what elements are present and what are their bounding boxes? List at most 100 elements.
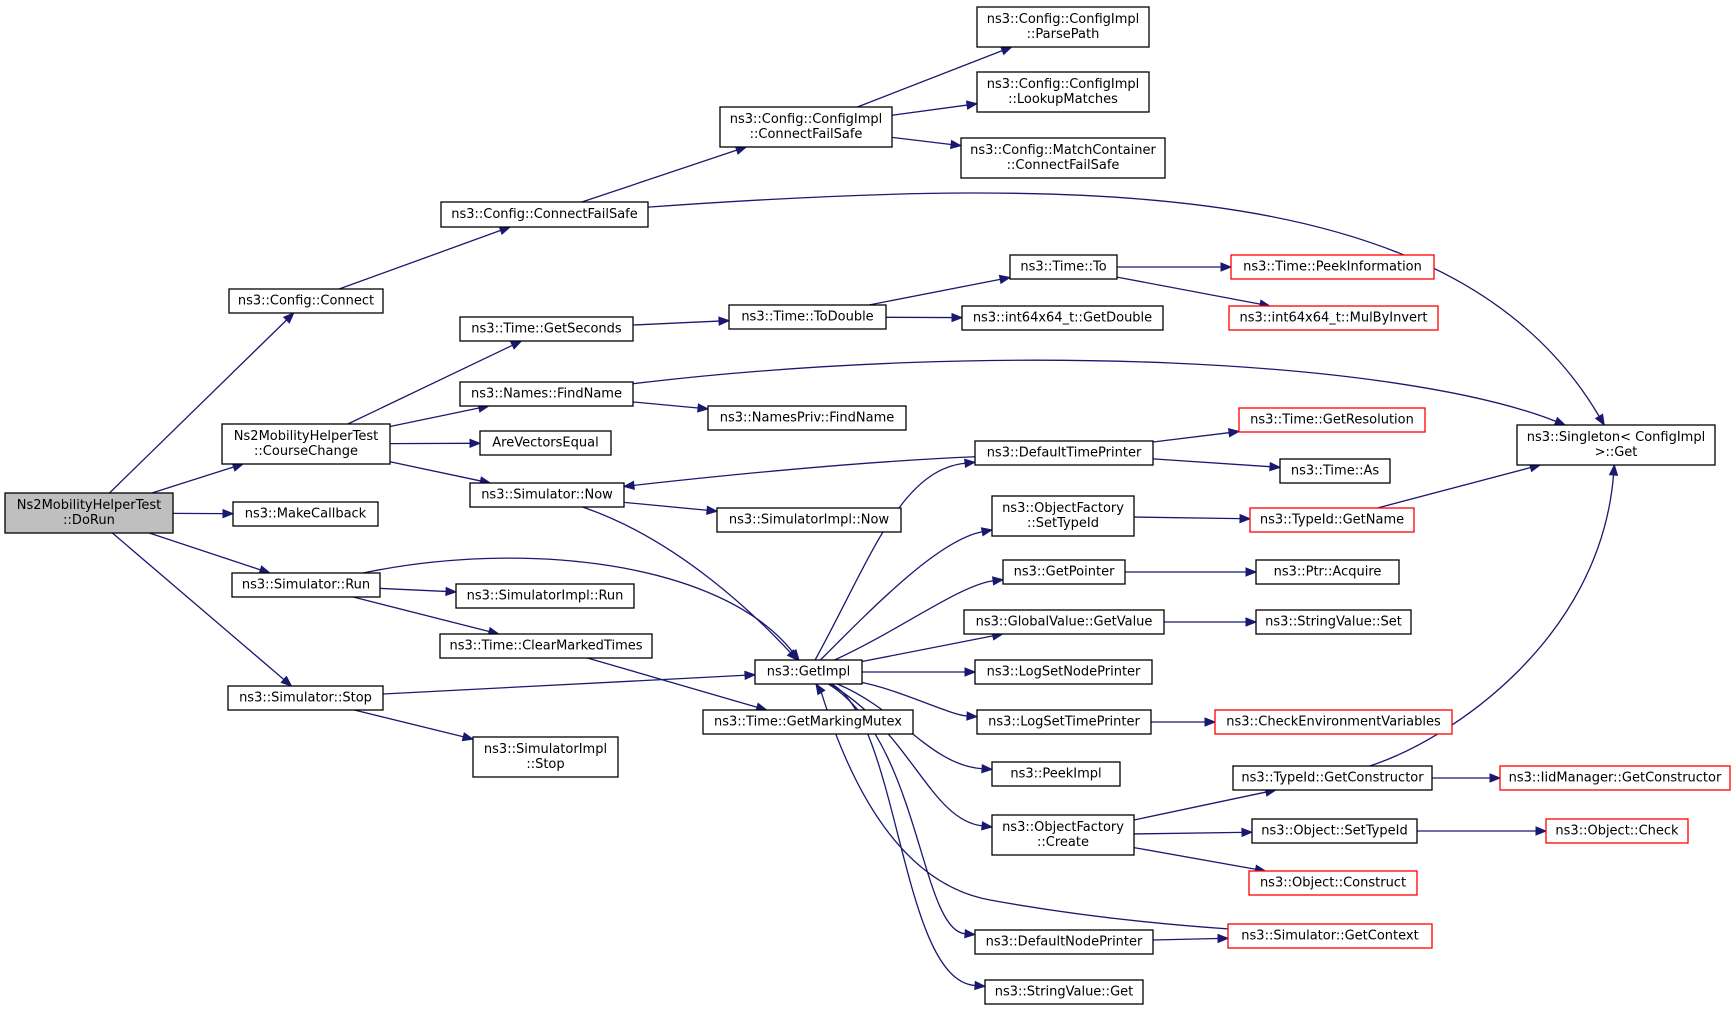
node-box: [1002, 559, 1126, 585]
edge-line: [379, 587, 447, 593]
arrowhead-icon: [951, 312, 964, 323]
node-label-line: AreVectorsEqual: [492, 436, 598, 451]
node-of-settypeid[interactable]: ns3::ObjectFactory::SetTypeId: [991, 495, 1135, 537]
node-logsettimeprinter[interactable]: ns3::LogSetTimePrinter: [976, 709, 1152, 735]
node-default-node-printer[interactable]: ns3::DefaultNodePrinter: [974, 929, 1154, 955]
arrowhead-icon: [966, 711, 979, 721]
node-parse-path[interactable]: ns3::Config::ConfigImpl::ParsePath: [976, 6, 1150, 48]
edge-getimpl-to-of_settypeid: [819, 527, 994, 661]
node-label-line: ns3::int64x64_t::MulByInvert: [1239, 311, 1427, 326]
node-sim-now[interactable]: ns3::Simulator::Now: [469, 482, 625, 508]
node-typeid-getname[interactable]: ns3::TypeId::GetName: [1249, 507, 1415, 533]
node-lookup-matches[interactable]: ns3::Config::ConfigImpl::LookupMatches: [976, 71, 1150, 113]
edge-getimpl-to-logsettimeprinter: [861, 681, 979, 721]
node-match-cfs[interactable]: ns3::Config::MatchContainer::ConnectFail…: [960, 137, 1166, 179]
node-marking-mutex[interactable]: ns3::Time::GetMarkingMutex: [702, 709, 914, 735]
edge-line: [623, 501, 708, 511]
node-ptr-acquire[interactable]: ns3::Ptr::Acquire: [1255, 559, 1400, 585]
edge-cfgimpl_cfs-to-match_cfs: [891, 136, 963, 150]
node-label-line: ::ConnectFailSafe: [750, 127, 863, 142]
node-sim-run[interactable]: ns3::Simulator::Run: [231, 572, 381, 598]
arrowhead-icon: [469, 438, 482, 449]
node-box: [1230, 254, 1435, 280]
edge-dorun-to-sim_run: [149, 532, 272, 575]
node-stringvalue-get[interactable]: ns3::StringValue::Get: [984, 979, 1144, 1005]
arrowhead-icon: [697, 403, 710, 413]
node-sim-getcontext[interactable]: ns3::Simulator::GetContext: [1227, 923, 1433, 949]
node-stringvalue-set[interactable]: ns3::StringValue::Set: [1255, 609, 1412, 635]
arrowhead-icon: [998, 274, 1012, 285]
node-course-change[interactable]: Ns2MobilityHelperTest::CourseChange: [221, 423, 391, 465]
node-clear-marked[interactable]: ns3::Time::ClearMarkedTimes: [439, 633, 653, 659]
node-names-findname[interactable]: ns3::Names::FindName: [459, 381, 634, 407]
node-of-create[interactable]: ns3::ObjectFactory::Create: [991, 814, 1135, 856]
node-cfgimpl-cfs[interactable]: ns3::Config::ConfigImpl::ConnectFailSafe: [719, 106, 893, 148]
node-peekimpl[interactable]: ns3::PeekImpl: [991, 761, 1121, 787]
node-label-line: ns3::Time::ToDouble: [741, 310, 873, 325]
node-label-line: ns3::Time::GetMarkingMutex: [714, 715, 902, 730]
node-typeid-getconstructor[interactable]: ns3::TypeId::GetConstructor: [1232, 765, 1433, 791]
node-label-line: ns3::Time::GetSeconds: [471, 322, 622, 337]
edge-line: [632, 401, 699, 409]
node-object-check[interactable]: ns3::Object::Check: [1545, 818, 1689, 844]
node-box: [1499, 765, 1731, 791]
node-box: [984, 979, 1144, 1005]
node-box: [754, 659, 863, 685]
node-simimpl-run[interactable]: ns3::SimulatorImpl::Run: [455, 583, 635, 609]
node-iidmanager-getconstructor[interactable]: ns3::IidManager::GetConstructor: [1499, 765, 1731, 791]
node-simimpl-stop[interactable]: ns3::SimulatorImpl::Stop: [472, 736, 619, 778]
node-check-env[interactable]: ns3::CheckEnvironmentVariables: [1214, 709, 1453, 735]
node-label-line: ns3::Names::FindName: [471, 387, 622, 402]
node-label-line: ns3::IidManager::GetConstructor: [1509, 771, 1722, 786]
node-simimpl-now[interactable]: ns3::SimulatorImpl::Now: [716, 507, 902, 533]
arrowhead-icon: [1000, 46, 1013, 56]
node-box: [991, 761, 1121, 787]
edge-of_settypeid-to-typeid_getname: [1133, 513, 1252, 524]
node-default-time-printer[interactable]: ns3::DefaultTimePrinter: [974, 440, 1154, 466]
edge-of_create-to-object_settypeid: [1133, 827, 1254, 838]
node-namespriv-findname[interactable]: ns3::NamesPriv::FindName: [707, 405, 907, 431]
node-sim-stop[interactable]: ns3::Simulator::Stop: [227, 685, 384, 711]
edge-sim_run-to-getimpl: [362, 557, 800, 662]
node-label-line: >::Get: [1595, 445, 1638, 460]
node-box: [1545, 818, 1689, 844]
node-are-vectors-equal[interactable]: AreVectorsEqual: [479, 430, 612, 456]
edge-dorun-to-make_callback: [172, 508, 235, 519]
arrowhead-icon: [991, 576, 1005, 586]
node-time-as[interactable]: ns3::Time::As: [1279, 458, 1391, 484]
node-gv-getvalue[interactable]: ns3::GlobalValue::GetValue: [963, 609, 1165, 635]
node-box: [1249, 507, 1415, 533]
node-time-getseconds[interactable]: ns3::Time::GetSeconds: [459, 316, 634, 342]
node-label-line: ns3::SimulatorImpl::Run: [467, 589, 624, 604]
edge-getimpl-to-peekimpl: [837, 683, 994, 774]
node-make-callback[interactable]: ns3::MakeCallback: [232, 501, 379, 527]
node-time-to[interactable]: ns3::Time::To: [1009, 254, 1118, 280]
edge-line: [582, 506, 791, 654]
node-box: [479, 430, 612, 456]
edge-line: [587, 657, 758, 708]
edge-line: [633, 456, 976, 486]
edge-getpointer-to-ptr_acquire: [1125, 567, 1258, 577]
node-label-line: ns3::Config::Connect: [238, 294, 374, 309]
edge-course_change-to-sim_now: [389, 461, 492, 486]
arrowhead-icon: [1269, 461, 1282, 472]
node-singleton-get[interactable]: ns3::Singleton< ConfigImpl>::Get: [1516, 424, 1716, 466]
node-getdouble[interactable]: ns3::int64x64_t::GetDouble: [961, 305, 1164, 331]
node-config-connect[interactable]: ns3::Config::Connect: [228, 288, 384, 314]
node-object-construct[interactable]: ns3::Object::Construct: [1248, 870, 1418, 896]
edge-default_time_printer-to-time_as: [1152, 458, 1282, 472]
edge-getimpl-to-getpointer: [834, 576, 1005, 661]
node-mulbyinvert[interactable]: ns3::int64x64_t::MulByInvert: [1228, 305, 1439, 331]
node-box: [1232, 765, 1433, 791]
node-config-cfs[interactable]: ns3::Config::ConnectFailSafe: [440, 201, 649, 228]
node-dorun[interactable]: Ns2MobilityHelperTest::DoRun: [4, 492, 174, 534]
node-get-resolution[interactable]: ns3::Time::GetResolution: [1238, 407, 1426, 433]
node-time-todouble[interactable]: ns3::Time::ToDouble: [728, 304, 887, 330]
node-logsetnodeprinter[interactable]: ns3::LogSetNodePrinter: [974, 659, 1153, 685]
node-getimpl[interactable]: ns3::GetImpl: [754, 659, 863, 685]
node-getpointer[interactable]: ns3::GetPointer: [1002, 559, 1126, 585]
edge-of_create-to-typeid_getconstructor: [1133, 787, 1278, 821]
arrowhead-icon: [498, 226, 512, 236]
node-peek-information[interactable]: ns3::Time::PeekInformation: [1230, 254, 1435, 280]
node-object-settypeid[interactable]: ns3::Object::SetTypeId: [1251, 818, 1418, 844]
